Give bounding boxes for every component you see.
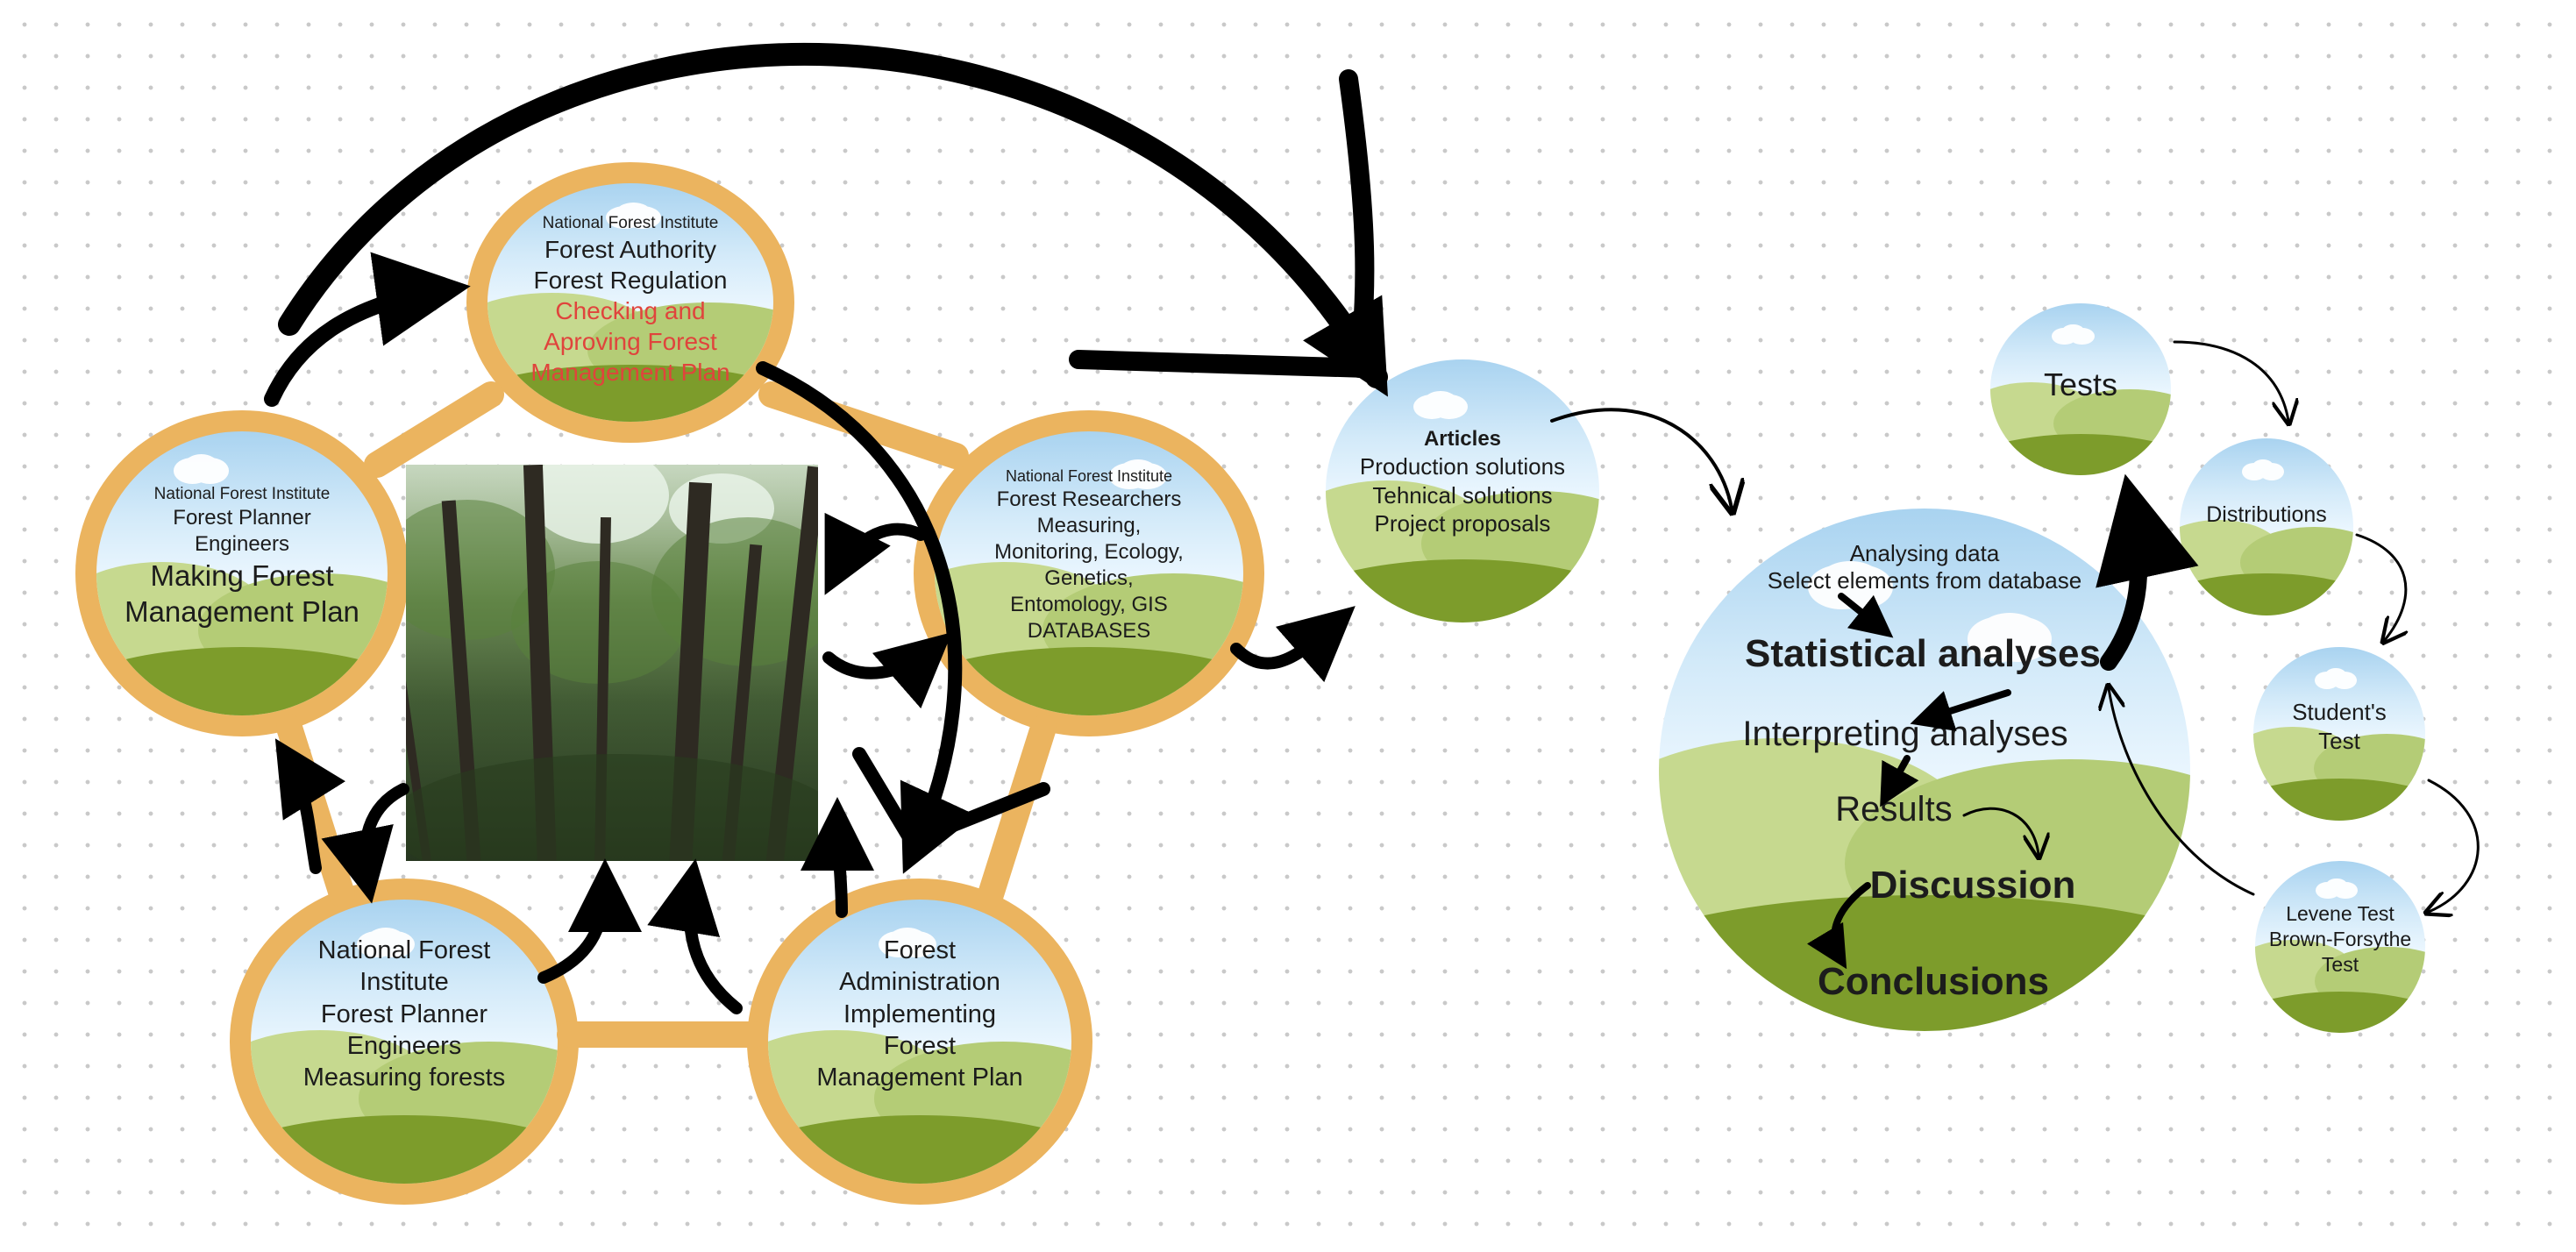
forest-label-2: Forest bbox=[883, 1031, 957, 1060]
tests-to-distributions-arrow bbox=[2173, 340, 2288, 421]
results-label: Results bbox=[1835, 790, 1953, 829]
management-plan-label: Management Plan bbox=[816, 1063, 1023, 1092]
management-plan-label: Management Plan bbox=[125, 595, 359, 628]
project-proposals-label: Project proposals bbox=[1374, 510, 1551, 537]
photo-to-bottom-left-arrow bbox=[321, 783, 409, 904]
institute-label: National Forest Institute bbox=[1005, 467, 1173, 485]
tests-label: Tests bbox=[2043, 366, 2118, 402]
right-to-photo-arrow bbox=[824, 512, 927, 595]
national-forest-label: National Forest bbox=[317, 936, 491, 964]
student-to-levene-arrow bbox=[2429, 779, 2480, 912]
engineers-label: Engineers bbox=[194, 531, 290, 556]
institute-label: National Forest Institute bbox=[153, 485, 331, 503]
left-to-top-arrow bbox=[264, 252, 471, 407]
technical-solutions-label: Tehnical solutions bbox=[1372, 481, 1553, 509]
levene-label: Levene Test bbox=[2286, 902, 2395, 925]
institute-label: Institute bbox=[359, 968, 449, 997]
select-elements-label: Select elements from database bbox=[1767, 567, 2082, 594]
chevron-mark bbox=[852, 747, 1050, 849]
bottom-right-to-photo-arrow bbox=[647, 858, 743, 1014]
measuring-forests-label: Measuring forests bbox=[302, 1063, 506, 1092]
circle-statistical-analyses: Analysing data Select elements from data… bbox=[1659, 509, 2190, 1031]
discussion-label: Discussion bbox=[1869, 864, 2076, 907]
making-plan-label: Making Forest bbox=[150, 558, 334, 592]
statistical-analyses-label: Statistical analyses bbox=[1744, 632, 2101, 675]
measuring-label: Measuring, bbox=[1036, 513, 1142, 537]
circle-forest-researchers: National Forest Institute Forest Researc… bbox=[914, 410, 1264, 736]
distributions-label: Distributions bbox=[2206, 502, 2327, 527]
checking-label: Checking and bbox=[555, 296, 706, 324]
brown-forsythe-label: Brown-Forsythe bbox=[2268, 927, 2412, 950]
circle-measuring-forests: National Forest Institute Forest Planner… bbox=[230, 879, 579, 1205]
interpreting-analyses-label: Interpreting analyses bbox=[1742, 715, 2068, 753]
analysing-data-label: Analysing data bbox=[1849, 540, 2000, 566]
databases-label: DATABASES bbox=[1027, 618, 1151, 643]
circle-articles: Articles Production solutions Tehnical s… bbox=[1326, 359, 1599, 622]
production-solutions-label: Production solutions bbox=[1359, 453, 1566, 480]
vertical-pointer-arrow bbox=[1339, 69, 1375, 378]
test-label: Test bbox=[2321, 952, 2359, 976]
photo-to-right-arrow bbox=[822, 632, 952, 709]
monitoring-label: Monitoring, Ecology, bbox=[994, 539, 1184, 564]
circle-levene-test: Levene Test Brown-Forsythe Test bbox=[2255, 861, 2425, 1033]
management-plan-label: Management Plan bbox=[530, 358, 730, 386]
forest-planner-label: Forest Planner bbox=[173, 505, 311, 530]
circle-forest-administration: Forest Administration Implementing Fores… bbox=[747, 879, 1092, 1205]
big-arc-arrow bbox=[278, 42, 1388, 397]
circle-students-test: Student's Test bbox=[2253, 647, 2425, 821]
forest-planner-label: Forest Planner bbox=[320, 999, 488, 1028]
institute-label: National Forest Institute bbox=[542, 214, 719, 232]
entomology-label: Entomology, GIS bbox=[1010, 592, 1168, 616]
forest-authority-label: Forest Authority bbox=[544, 235, 717, 263]
students-label: Student's bbox=[2292, 699, 2387, 725]
forest-photo bbox=[406, 465, 818, 861]
circle-making-plan: National Forest Institute Forest Planner… bbox=[75, 410, 409, 736]
approving-label: Aproving Forest bbox=[544, 327, 717, 355]
distributions-to-student-arrow bbox=[2355, 533, 2406, 640]
circle-forest-authority: National Forest Institute Forest Authori… bbox=[466, 162, 794, 443]
conclusions-label: Conclusions bbox=[1817, 960, 2050, 1003]
genetics-label: Genetics, bbox=[1044, 566, 1134, 590]
forest-label: Forest bbox=[883, 936, 957, 964]
implementing-label: Implementing bbox=[843, 999, 997, 1028]
circle-tests: Tests bbox=[1990, 303, 2171, 475]
circle-distributions: Distributions bbox=[2180, 438, 2353, 615]
forest-regulation-label: Forest Regulation bbox=[533, 266, 728, 294]
bottom-left-to-left-arrow bbox=[274, 738, 345, 874]
test-label: Test bbox=[2318, 727, 2360, 754]
engineers-label: Engineers bbox=[346, 1031, 462, 1060]
horizontal-pointer-arrow bbox=[1069, 350, 1377, 378]
forest-researchers-label: Forest Researchers bbox=[996, 487, 1182, 511]
articles-title: Articles bbox=[1423, 427, 1502, 451]
administration-label: Administration bbox=[839, 968, 1000, 997]
